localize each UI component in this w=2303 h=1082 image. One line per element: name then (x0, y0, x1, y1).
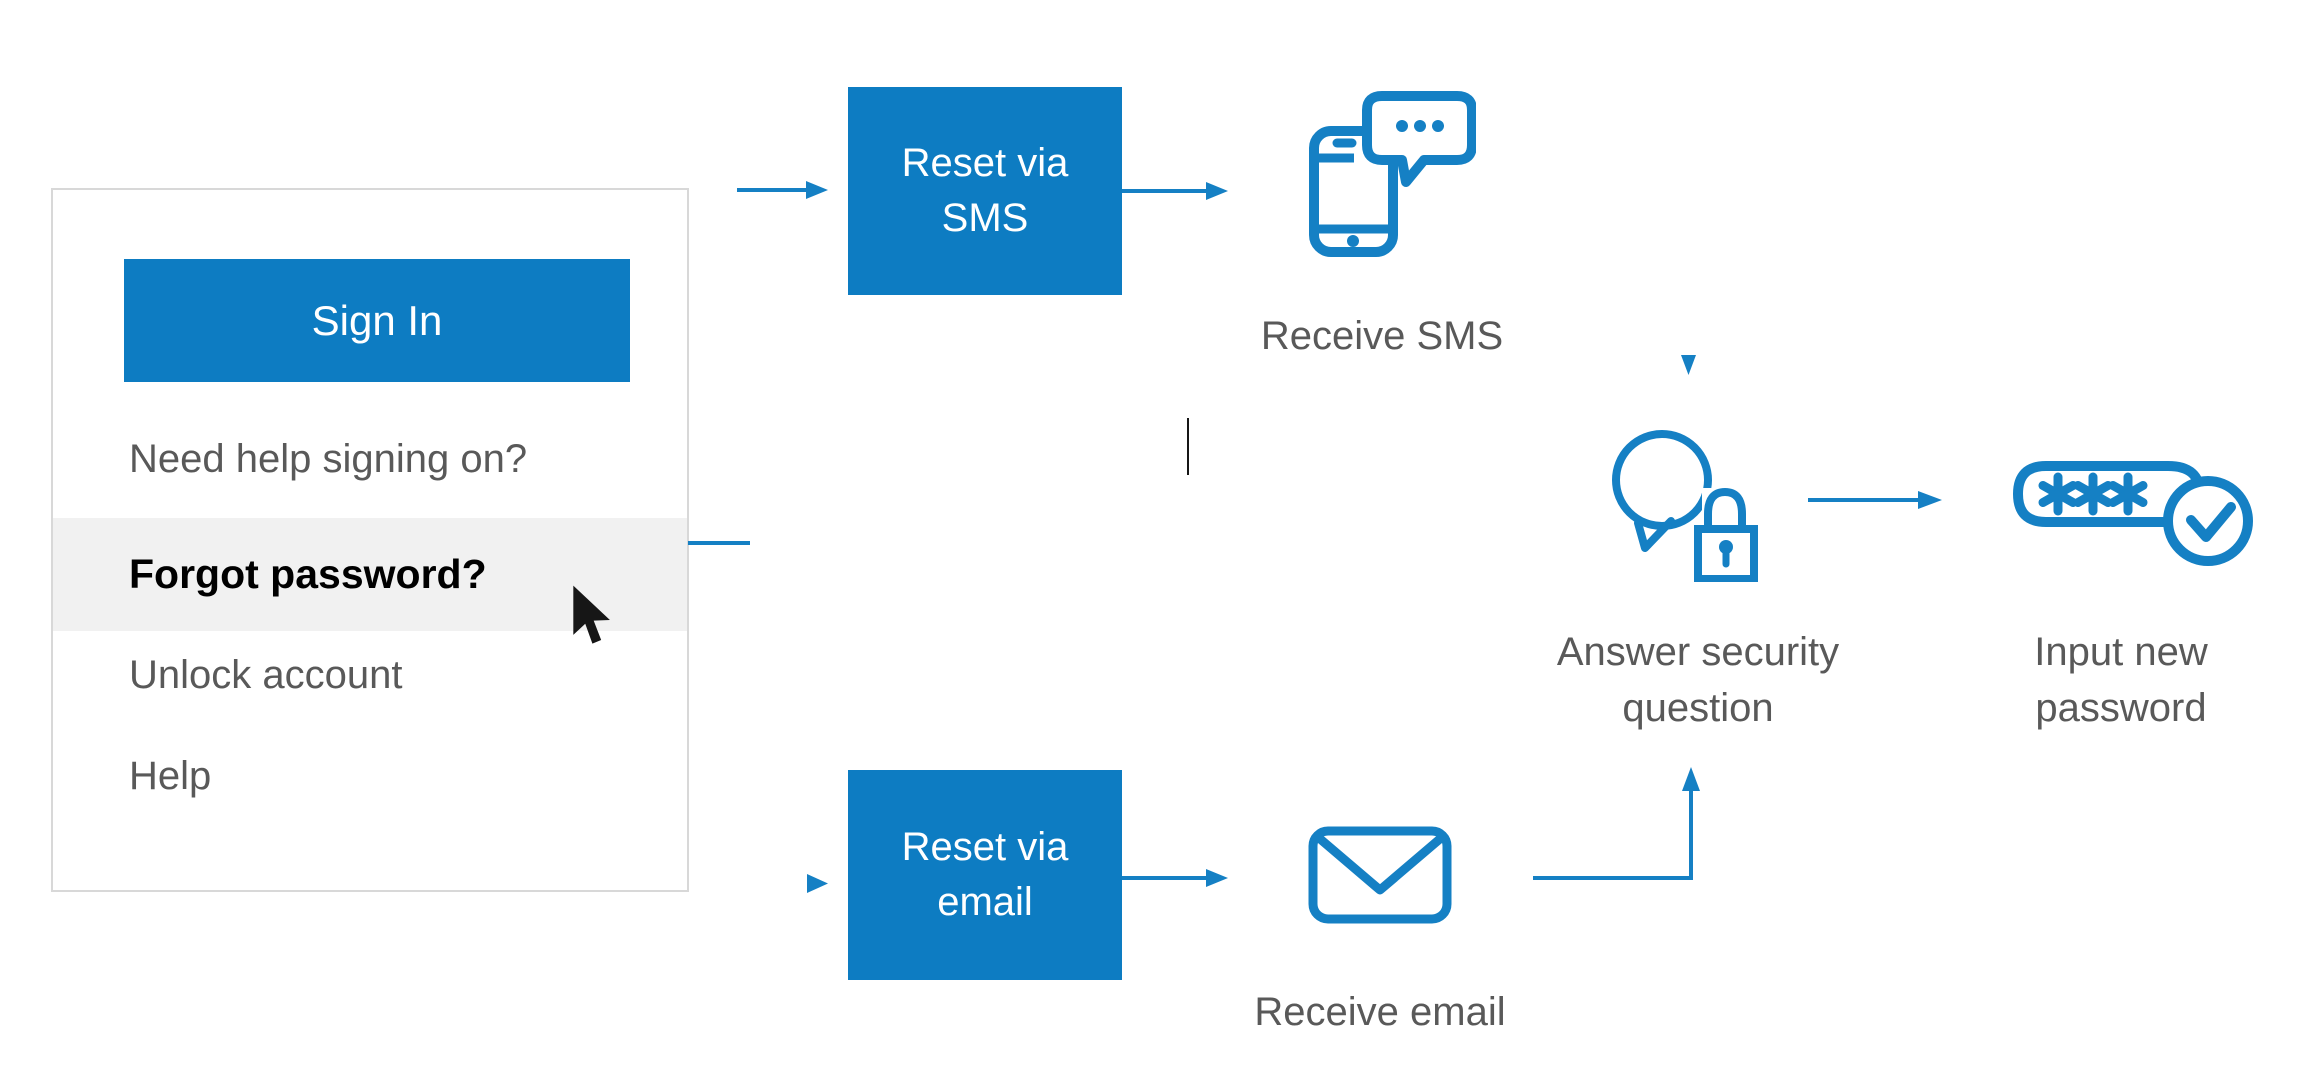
need-help-link[interactable]: Need help signing on? (129, 437, 528, 481)
receive-email-label: Receive email (1254, 990, 1506, 1034)
sign-in-button[interactable]: Sign In (124, 259, 630, 382)
text-caret-mark (1187, 418, 1189, 475)
arrowhead-to-email-box (807, 874, 829, 894)
input-new-password-label: Input new password (2034, 630, 2208, 730)
sign-in-panel: Sign In Need help signing on? Forgot pas… (51, 188, 689, 892)
forgot-password-row[interactable]: Forgot password? (53, 518, 687, 631)
phone-sms-icon (1306, 90, 1476, 260)
arrowhead-down-to-security (1681, 355, 1697, 376)
reset-via-sms-box: Reset via SMS (848, 87, 1122, 295)
arrow-security-to-password (1806, 488, 1946, 512)
help-link[interactable]: Help (129, 754, 212, 798)
panel-branch-connector-line (688, 541, 750, 545)
answer-security-question-label: Answer security question (1556, 630, 1840, 730)
password-check-icon (2008, 454, 2254, 568)
arrow-to-sms-box (736, 178, 830, 202)
security-question-lock-icon (1602, 426, 1758, 582)
receive-sms-label: Receive SMS (1260, 314, 1504, 358)
arrow-sms-to-phone (1122, 179, 1230, 203)
arrow-email-to-envelope (1122, 866, 1230, 890)
reset-via-email-box: Reset via email (848, 770, 1122, 980)
unlock-account-link[interactable]: Unlock account (129, 653, 403, 697)
elbow-arrow-email-to-security (1520, 760, 1712, 888)
mouse-cursor-icon (568, 584, 620, 654)
forgot-password-link[interactable]: Forgot password? (129, 551, 487, 597)
envelope-icon (1308, 826, 1452, 924)
